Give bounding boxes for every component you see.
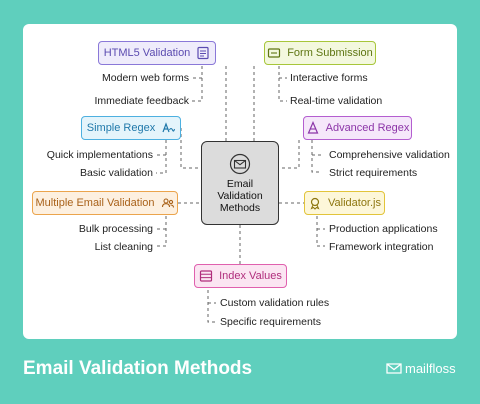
validatorjs-item: Framework integration: [329, 241, 434, 253]
center-line: Email: [226, 177, 254, 190]
brand-logo: mailfloss: [386, 361, 456, 376]
node-label: Form Submission: [287, 47, 373, 59]
regex-icon: [162, 122, 176, 133]
advanced-regex-item: Strict requirements: [329, 167, 418, 179]
node-label: Simple Regex: [86, 122, 156, 134]
connector-html5-items: [191, 66, 203, 102]
html5-item: Immediate feedback: [94, 95, 189, 107]
multiple-item: List cleaning: [94, 241, 153, 253]
node-advanced-regex: Advanced Regex: [303, 116, 412, 140]
node-multiple-email-validation: Multiple Email Validation: [32, 191, 178, 215]
connector-advanced-regex: [279, 140, 300, 169]
connector-simple-regex: [180, 128, 201, 169]
connector-validatorjs-items: [316, 216, 325, 247]
node-label: Validator.js: [328, 197, 381, 209]
form-icon: [268, 48, 281, 58]
node-index-values: Index Values: [194, 264, 287, 288]
people-icon: [161, 198, 174, 208]
mail-logo-icon: [386, 363, 402, 374]
index-item: Specific requirements: [220, 316, 321, 328]
node-label: Advanced Regex: [325, 122, 410, 134]
connector-multiple-items: [156, 216, 167, 247]
index-item: Custom validation rules: [220, 297, 330, 309]
document-icon: [197, 46, 209, 60]
form-item: Interactive forms: [290, 72, 368, 84]
center-node: Email Validation Methods: [201, 141, 279, 225]
html5-item: Modern web forms: [102, 72, 189, 84]
node-label: Index Values: [219, 270, 282, 282]
form-item: Real-time validation: [290, 95, 383, 107]
connector-simple-regex-items: [156, 140, 167, 174]
connector-form-items: [278, 66, 287, 102]
simple-regex-item: Quick implementations: [46, 149, 153, 161]
simple-regex-item: Basic validation: [80, 167, 153, 179]
node-form-submission: Form Submission: [264, 41, 376, 65]
node-simple-regex: Simple Regex: [81, 116, 181, 140]
node-validatorjs: Validator.js: [304, 191, 385, 215]
node-label: Multiple Email Validation: [35, 197, 155, 209]
node-html5-validation: HTML5 Validation: [98, 41, 216, 65]
brand-name: mailfloss: [405, 361, 456, 376]
connector-advanced-regex-items: [311, 140, 322, 173]
validatorjs-item: Production applications: [329, 223, 438, 235]
badge-icon: [310, 197, 320, 210]
center-line: Methods: [219, 201, 261, 214]
envelope-icon: [229, 153, 251, 174]
node-label: HTML5 Validation: [103, 47, 191, 59]
footer-title: Email Validation Methods: [23, 358, 253, 379]
advanced-regex-item: Comprehensive validation: [329, 149, 450, 161]
multiple-item: Bulk processing: [78, 223, 153, 235]
list-icon: [199, 270, 213, 282]
connector-index-items: [207, 290, 216, 323]
center-line: Validation: [217, 189, 263, 202]
cone-icon: [307, 121, 319, 134]
